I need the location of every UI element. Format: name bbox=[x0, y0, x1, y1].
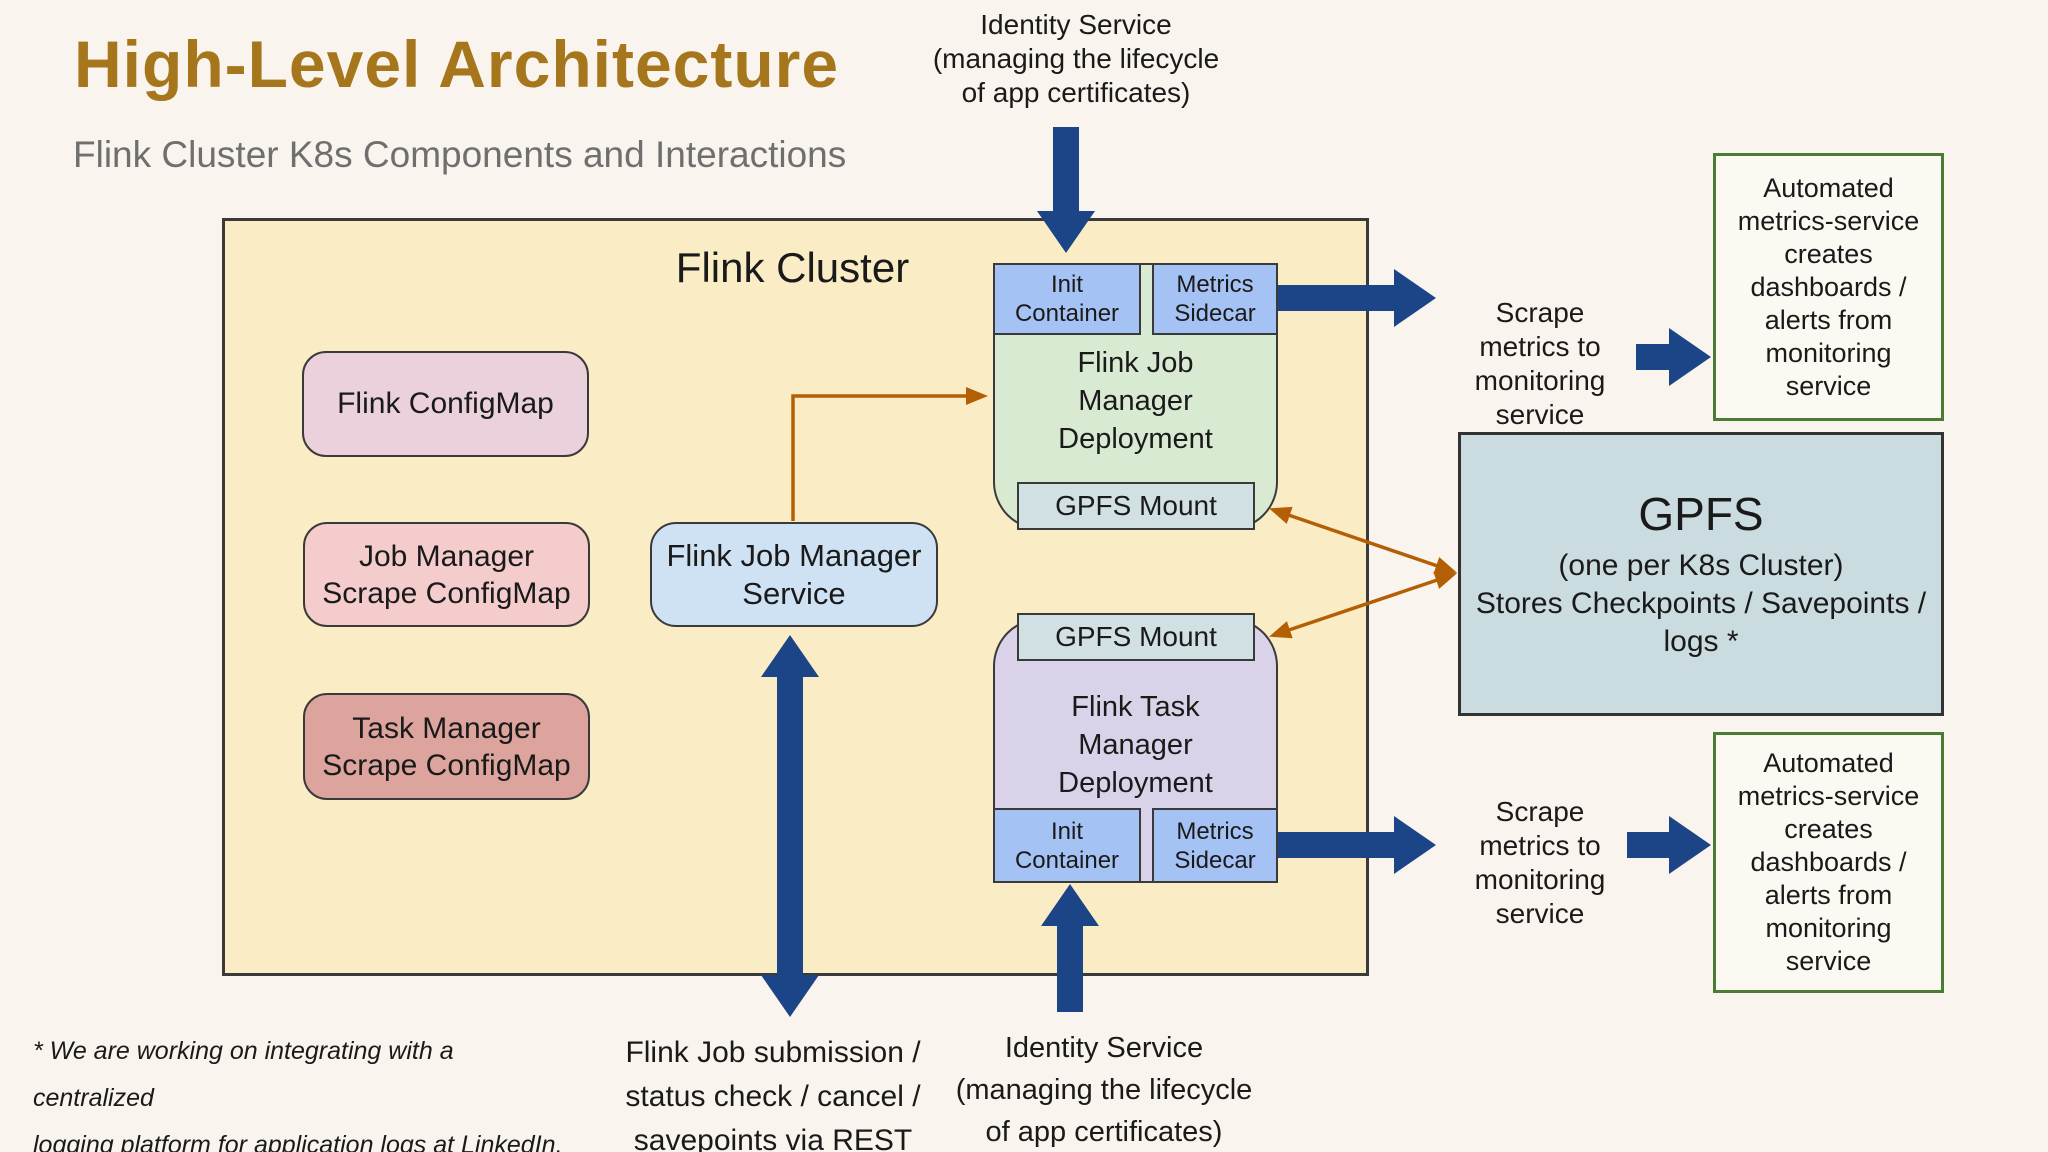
automated-metrics-bottom-label: Automated metrics-service creates dashbo… bbox=[1737, 748, 1920, 976]
automated-metrics-top-box: Automated metrics-service creates dashbo… bbox=[1713, 153, 1944, 421]
tm-metrics-sidecar-box: Metrics Sidecar bbox=[1152, 808, 1278, 883]
automated-metrics-bottom-box: Automated metrics-service creates dashbo… bbox=[1713, 732, 1944, 993]
flink-job-manager-deployment-label: Flink Job Manager Deployment bbox=[1058, 347, 1213, 455]
gpfs-box: GPFS (one per K8s Cluster) Stores Checkp… bbox=[1458, 432, 1944, 716]
job-manager-scrape-configmap-box: Job Manager Scrape ConfigMap bbox=[303, 522, 590, 627]
jm-gpfs-mount-box: GPFS Mount bbox=[1017, 482, 1255, 530]
flink-job-manager-service-label: Flink Job Manager Service bbox=[666, 537, 922, 611]
identity-service-bottom-label: Identity Service (managing the lifecycle… bbox=[955, 1032, 1253, 1148]
page-subtitle: Flink Cluster K8s Components and Interac… bbox=[73, 134, 847, 175]
logging-footnote: * We are working on integrating with a c… bbox=[33, 1037, 563, 1152]
task-manager-scrape-configmap-label: Task Manager Scrape ConfigMap bbox=[322, 711, 571, 782]
jm-metrics-sidecar-box: Metrics Sidecar bbox=[1152, 263, 1278, 335]
gpfs-title: GPFS bbox=[1638, 488, 1764, 540]
scrape-metrics-bottom-label: Scrape metrics to monitoring service bbox=[1474, 796, 1606, 929]
automated-metrics-top-label: Automated metrics-service creates dashbo… bbox=[1737, 172, 1920, 401]
job-submission-label: Flink Job submission / status check / ca… bbox=[625, 1036, 921, 1152]
tm-gpfs-mount-label: GPFS Mount bbox=[1055, 621, 1217, 652]
flink-cluster-label: Flink Cluster bbox=[675, 244, 910, 291]
scrape-metrics-top-label: Scrape metrics to monitoring service bbox=[1474, 297, 1606, 430]
tm-metrics-sidecar-label: Metrics Sidecar bbox=[1174, 817, 1256, 874]
identity-service-top-label: Identity Service (managing the lifecycle… bbox=[932, 9, 1220, 108]
flink-job-manager-service-box: Flink Job Manager Service bbox=[650, 522, 938, 627]
tm-init-container-label: Init Container bbox=[1014, 817, 1120, 874]
tm-gpfs-mount-box: GPFS Mount bbox=[1017, 613, 1255, 661]
job-manager-scrape-configmap-label: Job Manager Scrape ConfigMap bbox=[322, 539, 571, 610]
flink-task-manager-deployment-label: Flink Task Manager Deployment bbox=[1058, 691, 1213, 799]
gpfs-subtitle: (one per K8s Cluster) Stores Checkpoints… bbox=[1475, 549, 1927, 658]
flink-configmap-box: Flink ConfigMap bbox=[302, 351, 589, 457]
tm-init-container-box: Init Container bbox=[993, 808, 1141, 883]
page-title: High-Level Architecture bbox=[74, 27, 840, 101]
flink-configmap-label: Flink ConfigMap bbox=[337, 387, 554, 420]
jm-metrics-sidecar-label: Metrics Sidecar bbox=[1174, 271, 1256, 327]
jm-init-container-box: Init Container bbox=[993, 263, 1141, 335]
jm-init-container-label: Init Container bbox=[1014, 271, 1120, 327]
task-manager-scrape-configmap-box: Task Manager Scrape ConfigMap bbox=[303, 693, 590, 800]
jm-gpfs-mount-label: GPFS Mount bbox=[1055, 490, 1217, 521]
